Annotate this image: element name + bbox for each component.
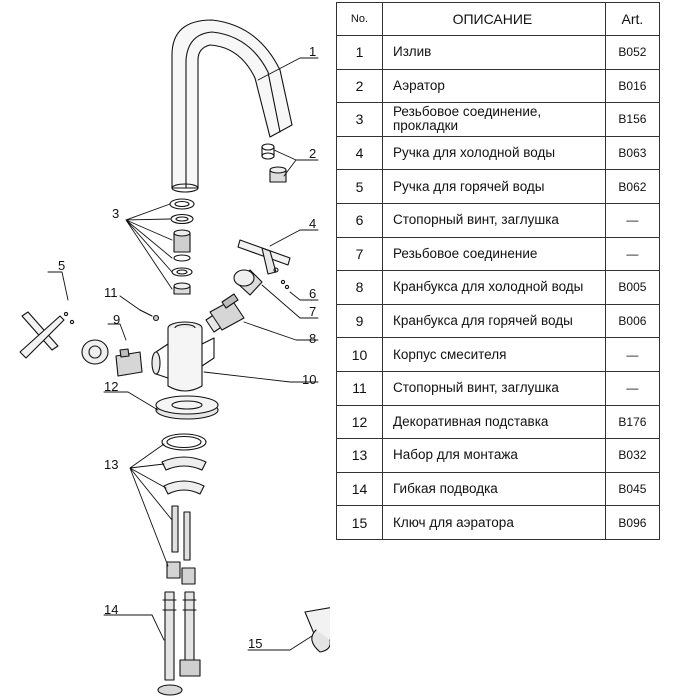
mounting-kit-part — [161, 433, 207, 585]
header-description: ОПИСАНИЕ — [381, 2, 606, 36]
table-row: 1 Излив B052 — [336, 35, 661, 70]
header-no: No. — [336, 2, 383, 36]
table-row: 11 Стопорный винт, заглушка — — [336, 370, 661, 406]
table-row: 6 Стопорный винт, заглушка — — [336, 202, 661, 238]
callout-9: 9 — [113, 312, 120, 327]
row-description: Аэратор — [381, 68, 606, 104]
callout-13: 13 — [104, 457, 118, 472]
row-description: Стопорный винт, заглушка — [381, 202, 606, 238]
callout-14: 14 — [104, 602, 118, 617]
row-description: Стопорный винт, заглушка — [381, 370, 606, 406]
row-no: 1 — [336, 35, 383, 70]
row-description: Излив — [381, 35, 606, 70]
row-art: B096 — [604, 505, 661, 540]
row-no: 14 — [336, 471, 383, 507]
row-description: Резьбовое соединение, прокладки — [381, 102, 606, 137]
spout-part — [171, 19, 293, 193]
flexible-hoses-part — [157, 591, 201, 696]
row-no: 4 — [336, 135, 383, 171]
row-no: 8 — [336, 270, 383, 305]
callout-8: 8 — [309, 331, 316, 346]
row-art: — — [604, 202, 661, 238]
exploded-view-diagram: 1 2 3 4 5 6 7 8 9 10 11 12 13 14 15 — [19, 19, 330, 696]
callout-12: 12 — [104, 379, 118, 394]
row-no: 11 — [336, 370, 383, 406]
set-screw-plug-part — [280, 279, 290, 290]
row-art: B032 — [604, 438, 661, 473]
table-row: 14 Гибкая подводка B045 — [336, 471, 661, 507]
table-row: 3 Резьбовое соединение, прокладки B156 — [336, 102, 661, 137]
row-art: B005 — [604, 270, 661, 305]
table-header-row: No. ОПИСАНИЕ Art. — [336, 2, 661, 36]
callout-10: 10 — [302, 372, 316, 387]
row-description: Ключ для аэратора — [381, 505, 606, 540]
callout-15: 15 — [248, 636, 262, 651]
aerator-key-part — [304, 607, 330, 653]
hot-handle-part — [19, 311, 75, 359]
table-row: 5 Ручка для горячей воды B062 — [336, 169, 661, 204]
row-no: 5 — [336, 169, 383, 204]
row-no: 9 — [336, 303, 383, 339]
row-description: Ручка для горячей воды — [381, 169, 606, 204]
row-description: Ручка для холодной воды — [381, 135, 606, 171]
threaded-nut-part — [233, 269, 263, 296]
row-art: B156 — [604, 102, 661, 137]
row-description: Гибкая подводка — [381, 471, 606, 507]
row-art: B176 — [604, 404, 661, 440]
row-no: 12 — [336, 404, 383, 440]
row-art: — — [604, 337, 661, 372]
row-description: Набор для монтажа — [381, 438, 606, 473]
aerator-part — [261, 143, 287, 183]
cold-cartridge-part — [205, 293, 245, 333]
table-row: 15 Ключ для аэратора B096 — [336, 505, 661, 540]
table-row: 7 Резьбовое соединение — — [336, 236, 661, 272]
table-row: 2 Аэратор B016 — [336, 68, 661, 104]
row-description: Резьбовое соединение — [381, 236, 606, 272]
callout-6: 6 — [309, 286, 316, 301]
header-art: Art. — [604, 2, 661, 36]
row-art: B006 — [604, 303, 661, 339]
row-no: 13 — [336, 438, 383, 473]
callout-5: 5 — [58, 258, 65, 273]
row-art: B062 — [604, 169, 661, 204]
set-screw-plug-part-2 — [139, 309, 160, 322]
row-art: — — [604, 370, 661, 406]
cold-handle-part — [237, 239, 291, 275]
row-art: B052 — [604, 35, 661, 70]
table-row: 13 Набор для монтажа B032 — [336, 438, 661, 473]
row-description: Кранбукса для холодной воды — [381, 270, 606, 305]
row-art: B016 — [604, 68, 661, 104]
callout-3: 3 — [112, 206, 119, 221]
row-description: Декоративная подставка — [381, 404, 606, 440]
row-art: B045 — [604, 471, 661, 507]
leader-lines — [47, 57, 319, 651]
table-row: 4 Ручка для холодной воды B063 — [336, 135, 661, 171]
row-art: — — [604, 236, 661, 272]
hot-cartridge-part — [81, 339, 143, 377]
callout-11: 11 — [104, 285, 118, 300]
callout-2: 2 — [309, 146, 316, 161]
callout-4: 4 — [309, 216, 316, 231]
decorative-base-part — [155, 395, 219, 420]
row-art: B063 — [604, 135, 661, 171]
row-no: 6 — [336, 202, 383, 238]
table-row: 9 Кранбукса для горячей воды B006 — [336, 303, 661, 339]
table-row: 12 Декоративная подставка B176 — [336, 404, 661, 440]
row-description: Корпус смесителя — [381, 337, 606, 372]
threaded-connection-stack — [169, 198, 195, 295]
row-no: 3 — [336, 102, 383, 137]
table-row: 10 Корпус смесителя — — [336, 337, 661, 372]
row-no: 2 — [336, 68, 383, 104]
table-row: 8 Кранбукса для холодной воды B005 — [336, 270, 661, 305]
parts-table: No. ОПИСАНИЕ Art. 1 Излив B052 2 Аэратор… — [336, 2, 661, 540]
callout-7: 7 — [309, 304, 316, 319]
callout-1: 1 — [309, 44, 316, 59]
row-no: 10 — [336, 337, 383, 372]
mixer-body-part — [151, 321, 215, 392]
row-description: Кранбукса для горячей воды — [381, 303, 606, 339]
row-no: 15 — [336, 505, 383, 540]
row-no: 7 — [336, 236, 383, 272]
